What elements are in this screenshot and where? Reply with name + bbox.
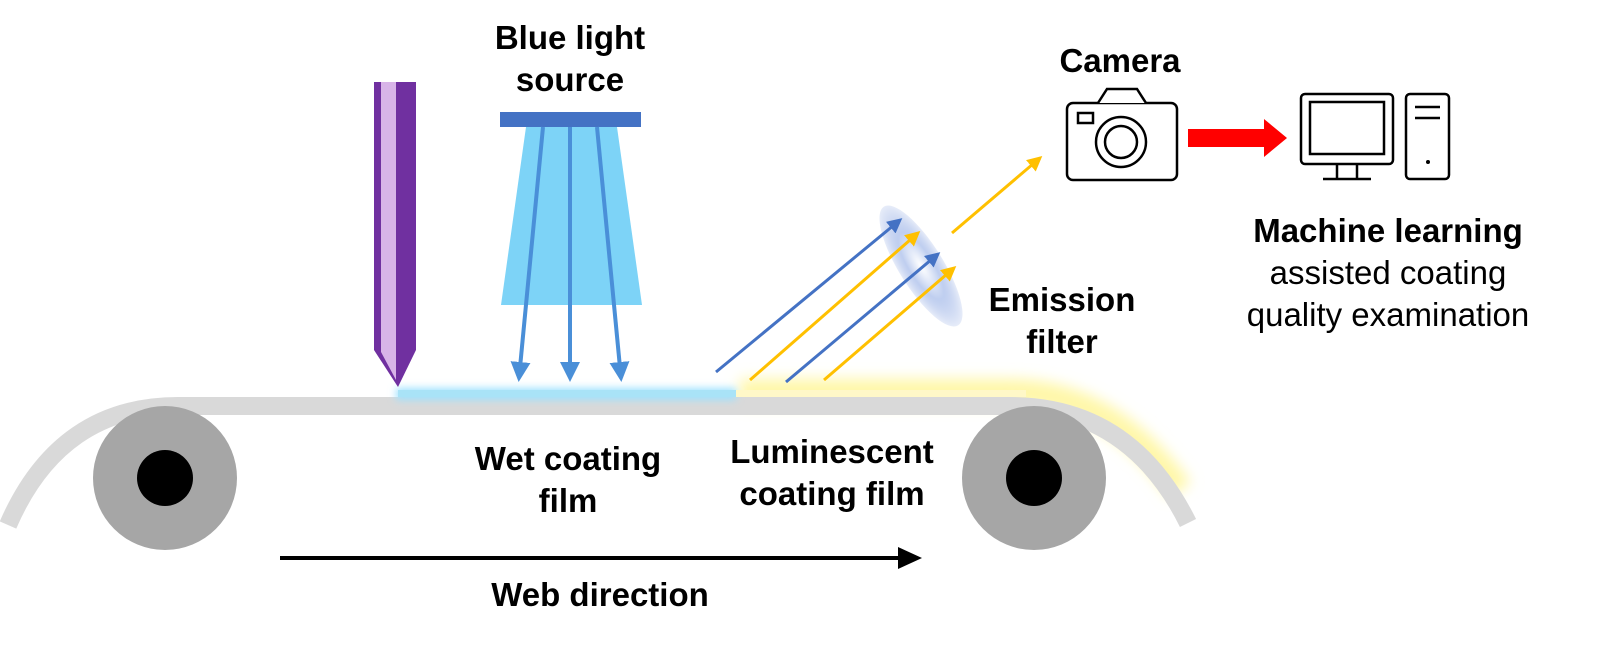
emission-filter — [879, 205, 963, 327]
luminescent-coating-film-label: Luminescent coating film — [730, 433, 934, 513]
conveyor-belt — [0, 396, 1197, 529]
computer-tower-icon — [1404, 92, 1451, 181]
camera-icon — [1065, 87, 1179, 182]
luminescent-coating-film — [736, 390, 1026, 397]
web-direction-arrow — [280, 547, 922, 569]
right-roller — [962, 406, 1106, 550]
reflected-rays — [715, 156, 1043, 384]
left-roller — [93, 406, 237, 550]
wet-coating-film-label: Wet coating film — [474, 440, 662, 520]
data-transfer-arrow — [1188, 119, 1287, 157]
camera-label: Camera — [1059, 42, 1181, 79]
blue-light-source-label: Blue light source — [494, 19, 646, 99]
web-direction-label: Web direction — [491, 576, 709, 613]
computer-monitor-icon — [1299, 92, 1395, 181]
wet-coating-film — [398, 390, 736, 397]
excitation-rays — [510, 126, 630, 382]
coating-blade — [374, 82, 416, 387]
machine-learning-label: Machine learning assisted coating qualit… — [1246, 212, 1530, 334]
emission-filter-label: Emission filter — [988, 281, 1136, 361]
